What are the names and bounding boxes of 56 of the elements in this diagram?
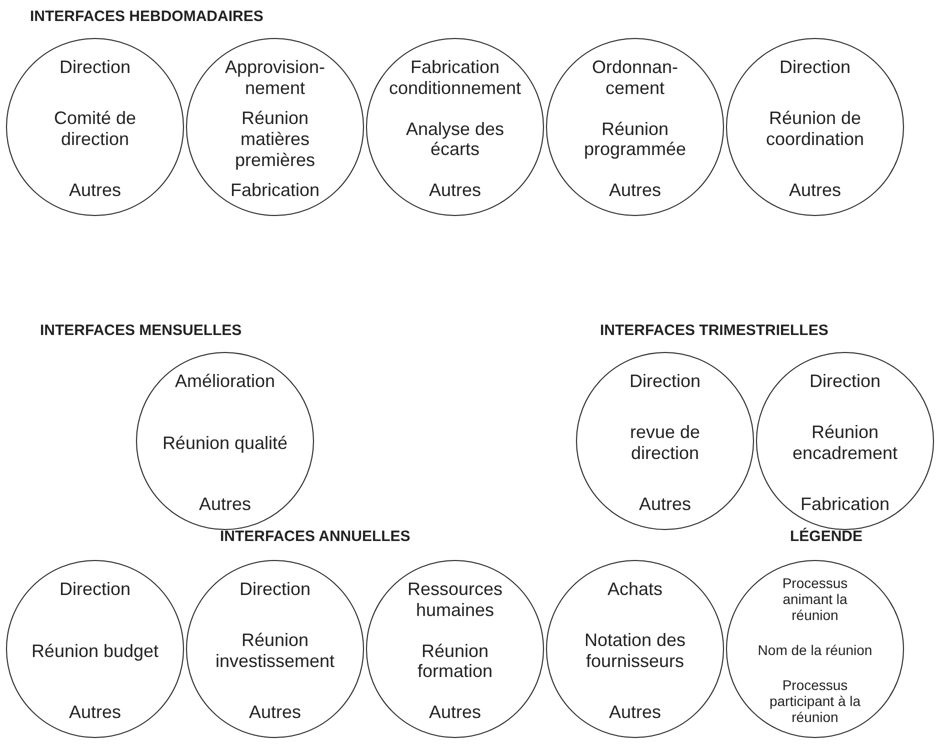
meeting-circle <box>366 38 544 216</box>
section-heading: INTERFACES HEBDOMADAIRES <box>30 8 264 25</box>
meeting-name: Réunion matières premières <box>234 108 316 170</box>
meeting-circle <box>576 352 754 530</box>
section-heading: INTERFACES ANNUELLES <box>220 528 410 545</box>
process-label: Autres <box>198 494 252 515</box>
meeting-name: Réunion programmée <box>582 118 688 160</box>
process-label: Autres <box>248 702 302 723</box>
meeting-name: Réunion formation <box>416 640 494 682</box>
meeting-name: Nom de la réunion <box>758 642 872 658</box>
meeting-name: Notation des fournisseurs <box>583 630 687 672</box>
process-label: Processus participant à la réunion <box>768 676 862 725</box>
process-label: Direction <box>809 371 881 392</box>
process-label: Fabrication conditionnement <box>388 57 522 98</box>
meeting-circle <box>136 352 314 530</box>
section-heading: INTERFACES MENSUELLES <box>40 322 242 339</box>
process-label: Autres <box>428 180 482 201</box>
section-heading: INTERFACES TRIMESTRIELLES <box>600 322 828 339</box>
process-label: Direction <box>239 579 311 600</box>
process-label: Fabrication <box>800 494 890 515</box>
meeting-name: Analyse des écarts <box>404 118 506 160</box>
meeting-circle <box>546 560 724 738</box>
meeting-circle <box>186 38 364 216</box>
meeting-circle <box>726 38 904 216</box>
meeting-circle <box>6 38 184 216</box>
meeting-name: Réunion budget <box>31 640 159 662</box>
meeting-name: revue de direction <box>628 422 702 464</box>
process-label: Autres <box>638 494 692 515</box>
process-label: Achats <box>607 579 663 600</box>
process-label: Autres <box>788 180 842 201</box>
process-label: Ressources humaines <box>406 579 504 620</box>
process-label: Autres <box>428 702 482 723</box>
meeting-circle <box>546 38 724 216</box>
meeting-name: Réunion de coordination <box>764 108 866 150</box>
meeting-name: Comité de direction <box>52 108 138 150</box>
process-label: Direction <box>629 371 701 392</box>
meeting-circle <box>726 560 904 738</box>
process-label: Direction <box>779 57 851 78</box>
meeting-circle <box>186 560 364 738</box>
process-label: Amélioration <box>174 371 276 392</box>
process-label: Fabrication <box>230 180 320 201</box>
process-label: Autres <box>68 702 122 723</box>
meeting-circle <box>6 560 184 738</box>
process-label: Autres <box>68 180 122 201</box>
process-label: Direction <box>59 57 131 78</box>
process-label: Direction <box>59 579 131 600</box>
meeting-name: Réunion encadrement <box>791 422 899 464</box>
process-label: Autres <box>608 180 662 201</box>
process-label: Processus animant la réunion <box>781 575 849 624</box>
meeting-name: Réunion qualité <box>162 432 288 454</box>
section-heading: LÉGENDE <box>790 528 863 545</box>
process-label: Approvision-nement <box>224 57 326 98</box>
meeting-name: Réunion investissement <box>214 630 336 672</box>
process-label: Ordonnan-cement <box>590 57 680 98</box>
process-label: Autres <box>608 702 662 723</box>
meeting-circle <box>366 560 544 738</box>
